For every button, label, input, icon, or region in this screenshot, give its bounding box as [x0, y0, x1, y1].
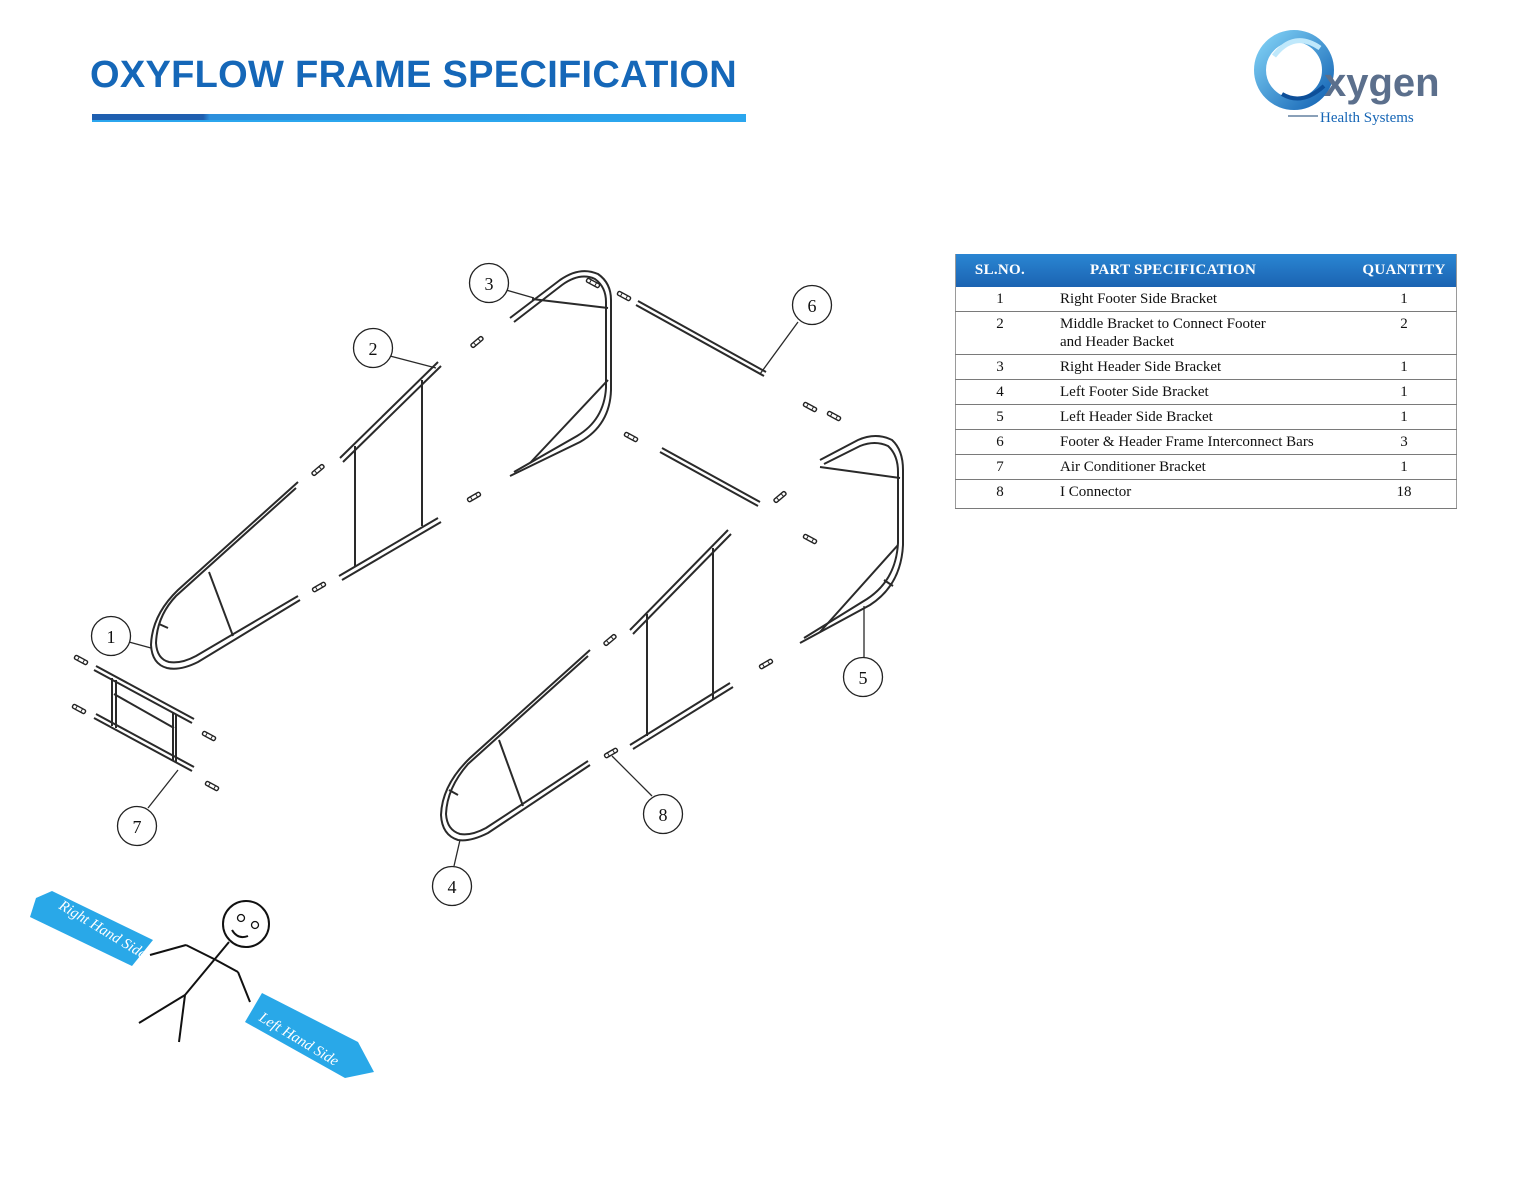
table-row: 7 Air Conditioner Bracket 1	[955, 454, 1457, 480]
row-spec: Right Footer Side Bracket	[1044, 287, 1352, 312]
i-connector	[758, 658, 774, 670]
i-connector	[311, 581, 327, 593]
row-spec: Left Footer Side Bracket	[1044, 379, 1352, 405]
callout-label: 2	[369, 339, 378, 359]
row-qty: 1	[1352, 379, 1457, 405]
i-connector	[772, 490, 788, 504]
right-header-side-bracket	[509, 270, 612, 477]
left-hand-side-arrow: Left Hand Side	[245, 993, 374, 1078]
row-spec: Left Header Side Bracket	[1044, 404, 1352, 430]
i-connector	[310, 463, 326, 477]
header-sl-no: SL.NO.	[955, 254, 1044, 287]
callout-leaders	[128, 289, 865, 867]
callout-3: 3	[468, 262, 510, 304]
i-connector	[623, 431, 639, 443]
i-connector	[802, 401, 818, 413]
callout-7: 7	[116, 805, 158, 847]
header-part-specification: PART SPECIFICATION	[1044, 254, 1352, 287]
middle-bracket-right	[629, 529, 734, 750]
row-spec: I Connector	[1044, 479, 1352, 509]
i-connector	[466, 491, 482, 503]
i-connector	[603, 747, 619, 759]
row-qty: 2	[1352, 311, 1457, 355]
interconnect-bars	[635, 300, 767, 507]
row-spec: Middle Bracket to Connect Footer and Head…	[1044, 311, 1352, 355]
row-sl: 6	[955, 429, 1044, 455]
i-connector	[602, 633, 618, 647]
callout-1: 1	[90, 615, 132, 657]
row-spec-line1: Middle Bracket to Connect Footer	[1060, 316, 1266, 332]
row-sl: 5	[955, 404, 1044, 430]
callout-8: 8	[642, 793, 684, 835]
row-sl: 1	[955, 287, 1044, 312]
stick-figure-icon	[138, 900, 270, 1043]
row-qty: 3	[1352, 429, 1457, 455]
row-sl: 2	[955, 311, 1044, 355]
i-connector	[802, 533, 818, 545]
i-connector	[826, 410, 842, 422]
table-row: 8 I Connector 18	[955, 479, 1457, 509]
callout-label: 1	[107, 627, 116, 647]
row-spec: Air Conditioner Bracket	[1044, 454, 1352, 480]
row-qty: 1	[1352, 287, 1457, 312]
row-sl: 8	[955, 479, 1044, 509]
row-spec-line2: and Header Backet	[1060, 334, 1175, 350]
table-row: 5 Left Header Side Bracket 1	[955, 404, 1457, 430]
row-qty: 1	[1352, 354, 1457, 380]
callout-4: 4	[431, 865, 473, 907]
i-connector	[469, 335, 485, 349]
page-title: OXYFLOW FRAME SPECIFICATION	[90, 54, 738, 96]
middle-bracket-left	[338, 361, 442, 581]
right-hand-side-arrow: Right Hand Side	[30, 891, 153, 966]
left-footer-side-bracket	[439, 649, 591, 842]
callout-label: 4	[448, 877, 457, 897]
left-header-side-bracket	[799, 435, 904, 644]
callout-label: 3	[485, 274, 494, 294]
logo-tagline: Health Systems	[1320, 110, 1414, 126]
callout-label: 6	[808, 296, 817, 316]
callout-5: 5	[842, 656, 884, 698]
table-row: 3 Right Header Side Bracket 1	[955, 354, 1457, 380]
row-sl: 3	[955, 354, 1044, 380]
i-connector	[585, 277, 601, 289]
row-sl: 4	[955, 379, 1044, 405]
callout-6: 6	[791, 284, 833, 326]
callout-label: 5	[859, 668, 868, 688]
i-connector	[201, 730, 217, 742]
logo-wordmark: xygen	[1324, 61, 1440, 105]
i-connector	[71, 703, 87, 715]
table-row: 6 Footer & Header Frame Interconnect Bar…	[955, 429, 1457, 455]
table-header-row: SL.NO. PART SPECIFICATION QUANTITY	[955, 254, 1457, 287]
i-connector	[616, 290, 632, 302]
i-connector	[73, 654, 89, 666]
row-qty: 18	[1352, 479, 1457, 509]
row-qty: 1	[1352, 404, 1457, 430]
table-row: 4 Left Footer Side Bracket 1	[955, 379, 1457, 405]
air-conditioner-bracket	[93, 665, 195, 772]
logo-ring-icon	[1254, 30, 1334, 110]
callout-label: 8	[659, 805, 668, 825]
table-row: 2 Middle Bracket to Connect Footer and He…	[955, 311, 1457, 355]
header-quantity: QUANTITY	[1352, 254, 1457, 287]
oxygen-logo: xygen Health Systems	[1254, 30, 1440, 126]
row-qty: 1	[1352, 454, 1457, 480]
row-spec: Footer & Header Frame Interconnect Bars	[1044, 429, 1352, 455]
part-specification-table: SL.NO. PART SPECIFICATION QUANTITY 1 Rig…	[955, 254, 1457, 509]
row-spec: Right Header Side Bracket	[1044, 354, 1352, 380]
title-underline	[92, 114, 746, 122]
table-row: 1 Right Footer Side Bracket 1	[955, 287, 1457, 312]
row-sl: 7	[955, 454, 1044, 480]
callout-label: 7	[133, 817, 142, 837]
callout-2: 2	[352, 327, 394, 369]
i-connector	[204, 780, 220, 792]
right-footer-side-bracket	[149, 481, 301, 670]
